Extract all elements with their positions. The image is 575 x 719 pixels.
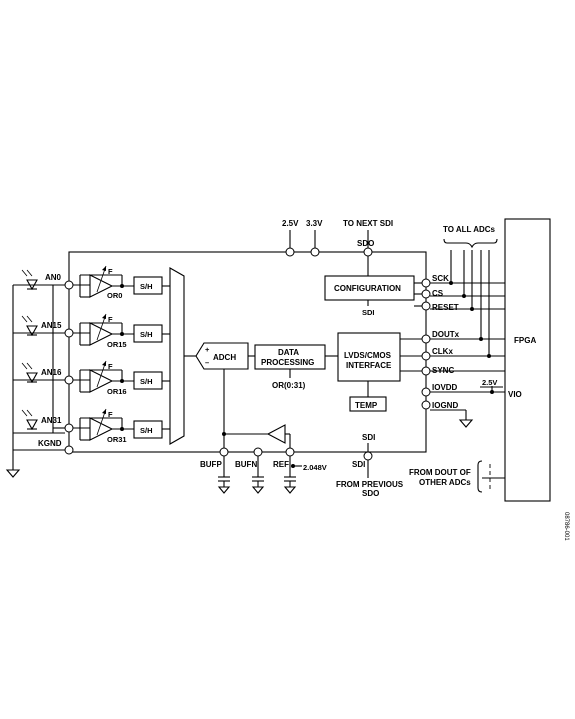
amp-f-label: F (108, 410, 113, 419)
multiplexer (169, 267, 185, 445)
sh-label: S/H (140, 426, 153, 435)
led-icon (26, 325, 38, 337)
doutx-label: DOUTx (432, 330, 460, 339)
figure-id: 08786-001 (563, 512, 569, 541)
lvds-line1: LVDS/CMOS (344, 351, 392, 360)
kgnd-pin: KGND (38, 439, 74, 455)
from-dout-line2: OTHER ADCs (419, 478, 471, 487)
ground-symbol-ref (283, 486, 297, 494)
adch-label: ADCH (213, 353, 236, 362)
amp-f-label: F (108, 362, 113, 371)
supply-3v3: 3.3V (306, 219, 323, 257)
ref-buffer (224, 424, 291, 452)
supply-3v3-label: 3.3V (306, 219, 323, 228)
channel-an16: AN16 F OR16 S/H (13, 360, 170, 396)
lvds-interface-block: LVDS/CMOS INTERFACE (337, 332, 422, 397)
to-next-sdi-label: TO NEXT SDI (343, 219, 393, 228)
or15-label: OR15 (107, 340, 127, 349)
configuration-label: CONFIGURATION (334, 284, 401, 293)
adc-block: + – ADCH (195, 342, 255, 452)
data-processing-block: DATA PROCESSING OR(0:31) (254, 344, 338, 390)
sdo-label: SDO (357, 239, 374, 248)
right-pins: SCK CS RESET DOUTx CLKx SYNC IOVDD 2.5V … (421, 274, 505, 428)
ground-symbol-iognd (458, 419, 474, 428)
ground-symbol-left (5, 465, 21, 478)
or16-label: OR16 (107, 387, 127, 396)
to-all-adcs-label: TO ALL ADCs (443, 225, 496, 234)
ground-symbol-bufn (251, 486, 265, 494)
sh-label: S/H (140, 282, 153, 291)
data-processing-line1: DATA (278, 348, 299, 357)
from-previous-line2: SDO (362, 489, 379, 498)
or31-label: OR31 (107, 435, 127, 444)
lvds-line2: INTERFACE (346, 361, 392, 370)
bufn-label: BUFN (235, 460, 257, 469)
channel-an0: AN0 F OR0 S/H (13, 265, 170, 300)
led-icon (26, 419, 38, 431)
data-processing-line2: PROCESSING (261, 358, 314, 367)
sck-label: SCK (432, 274, 449, 283)
bufp-label: BUFP (200, 460, 222, 469)
an15-label: AN15 (41, 321, 62, 330)
adc-plus: + (205, 345, 210, 354)
iovdd-supply-label: 2.5V (482, 378, 497, 387)
ground-symbol-bufp (217, 486, 231, 494)
clkx-label: CLKx (432, 347, 453, 356)
supply-2v5: 2.5V (282, 219, 299, 257)
cs-label: CS (432, 289, 444, 298)
sh-label: S/H (140, 377, 153, 386)
fpga-block: FPGA VIO (504, 218, 551, 502)
amp-f-label: F (108, 315, 113, 324)
sh-label: S/H (140, 330, 153, 339)
sdi-inner-label: SDI (362, 433, 375, 442)
configuration-block: CONFIGURATION SDI (324, 256, 426, 317)
an31-label: AN31 (41, 416, 62, 425)
from-previous-line1: FROM PREVIOUS (336, 480, 404, 489)
adc-minus: – (205, 358, 209, 367)
an0-label: AN0 (45, 273, 62, 282)
or0-label: OR0 (107, 291, 122, 300)
vio-label: VIO (508, 390, 522, 399)
kgnd-label: KGND (38, 439, 62, 448)
from-dout-other-adcs: FROM DOUT OF OTHER ADCs (409, 460, 505, 493)
led-icon (26, 279, 38, 291)
or-bus-label: OR(0:31) (272, 381, 306, 390)
led-icon (26, 372, 38, 384)
iovdd-label: IOVDD (432, 383, 458, 392)
ref-label: REF (273, 460, 289, 469)
bottom-pins: BUFP BUFN REF 2.048V SDI FROM PREVIOUS S… (200, 447, 404, 498)
temp-block: TEMP (349, 396, 387, 412)
ref-voltage-label: 2.048V (303, 463, 327, 472)
amp-f-label: F (108, 267, 113, 276)
sdi-config-label: SDI (362, 308, 375, 317)
sdo-pin: TO NEXT SDI SDO (343, 219, 393, 257)
sdi-bottom-label: SDI (352, 460, 365, 469)
channel-an15: AN15 F OR15 S/H (13, 313, 170, 349)
an16-label: AN16 (41, 368, 62, 377)
from-dout-line1: FROM DOUT OF (409, 468, 471, 477)
channel-an31: AN31 F OR31 S/H (21, 408, 170, 444)
reset-label: RESET (432, 303, 459, 312)
iognd-label: IOGND (432, 401, 458, 410)
to-all-adcs-bus: TO ALL ADCs (443, 225, 498, 358)
supply-2v5-label: 2.5V (282, 219, 299, 228)
fpga-label: FPGA (514, 336, 536, 345)
temp-label: TEMP (355, 401, 378, 410)
